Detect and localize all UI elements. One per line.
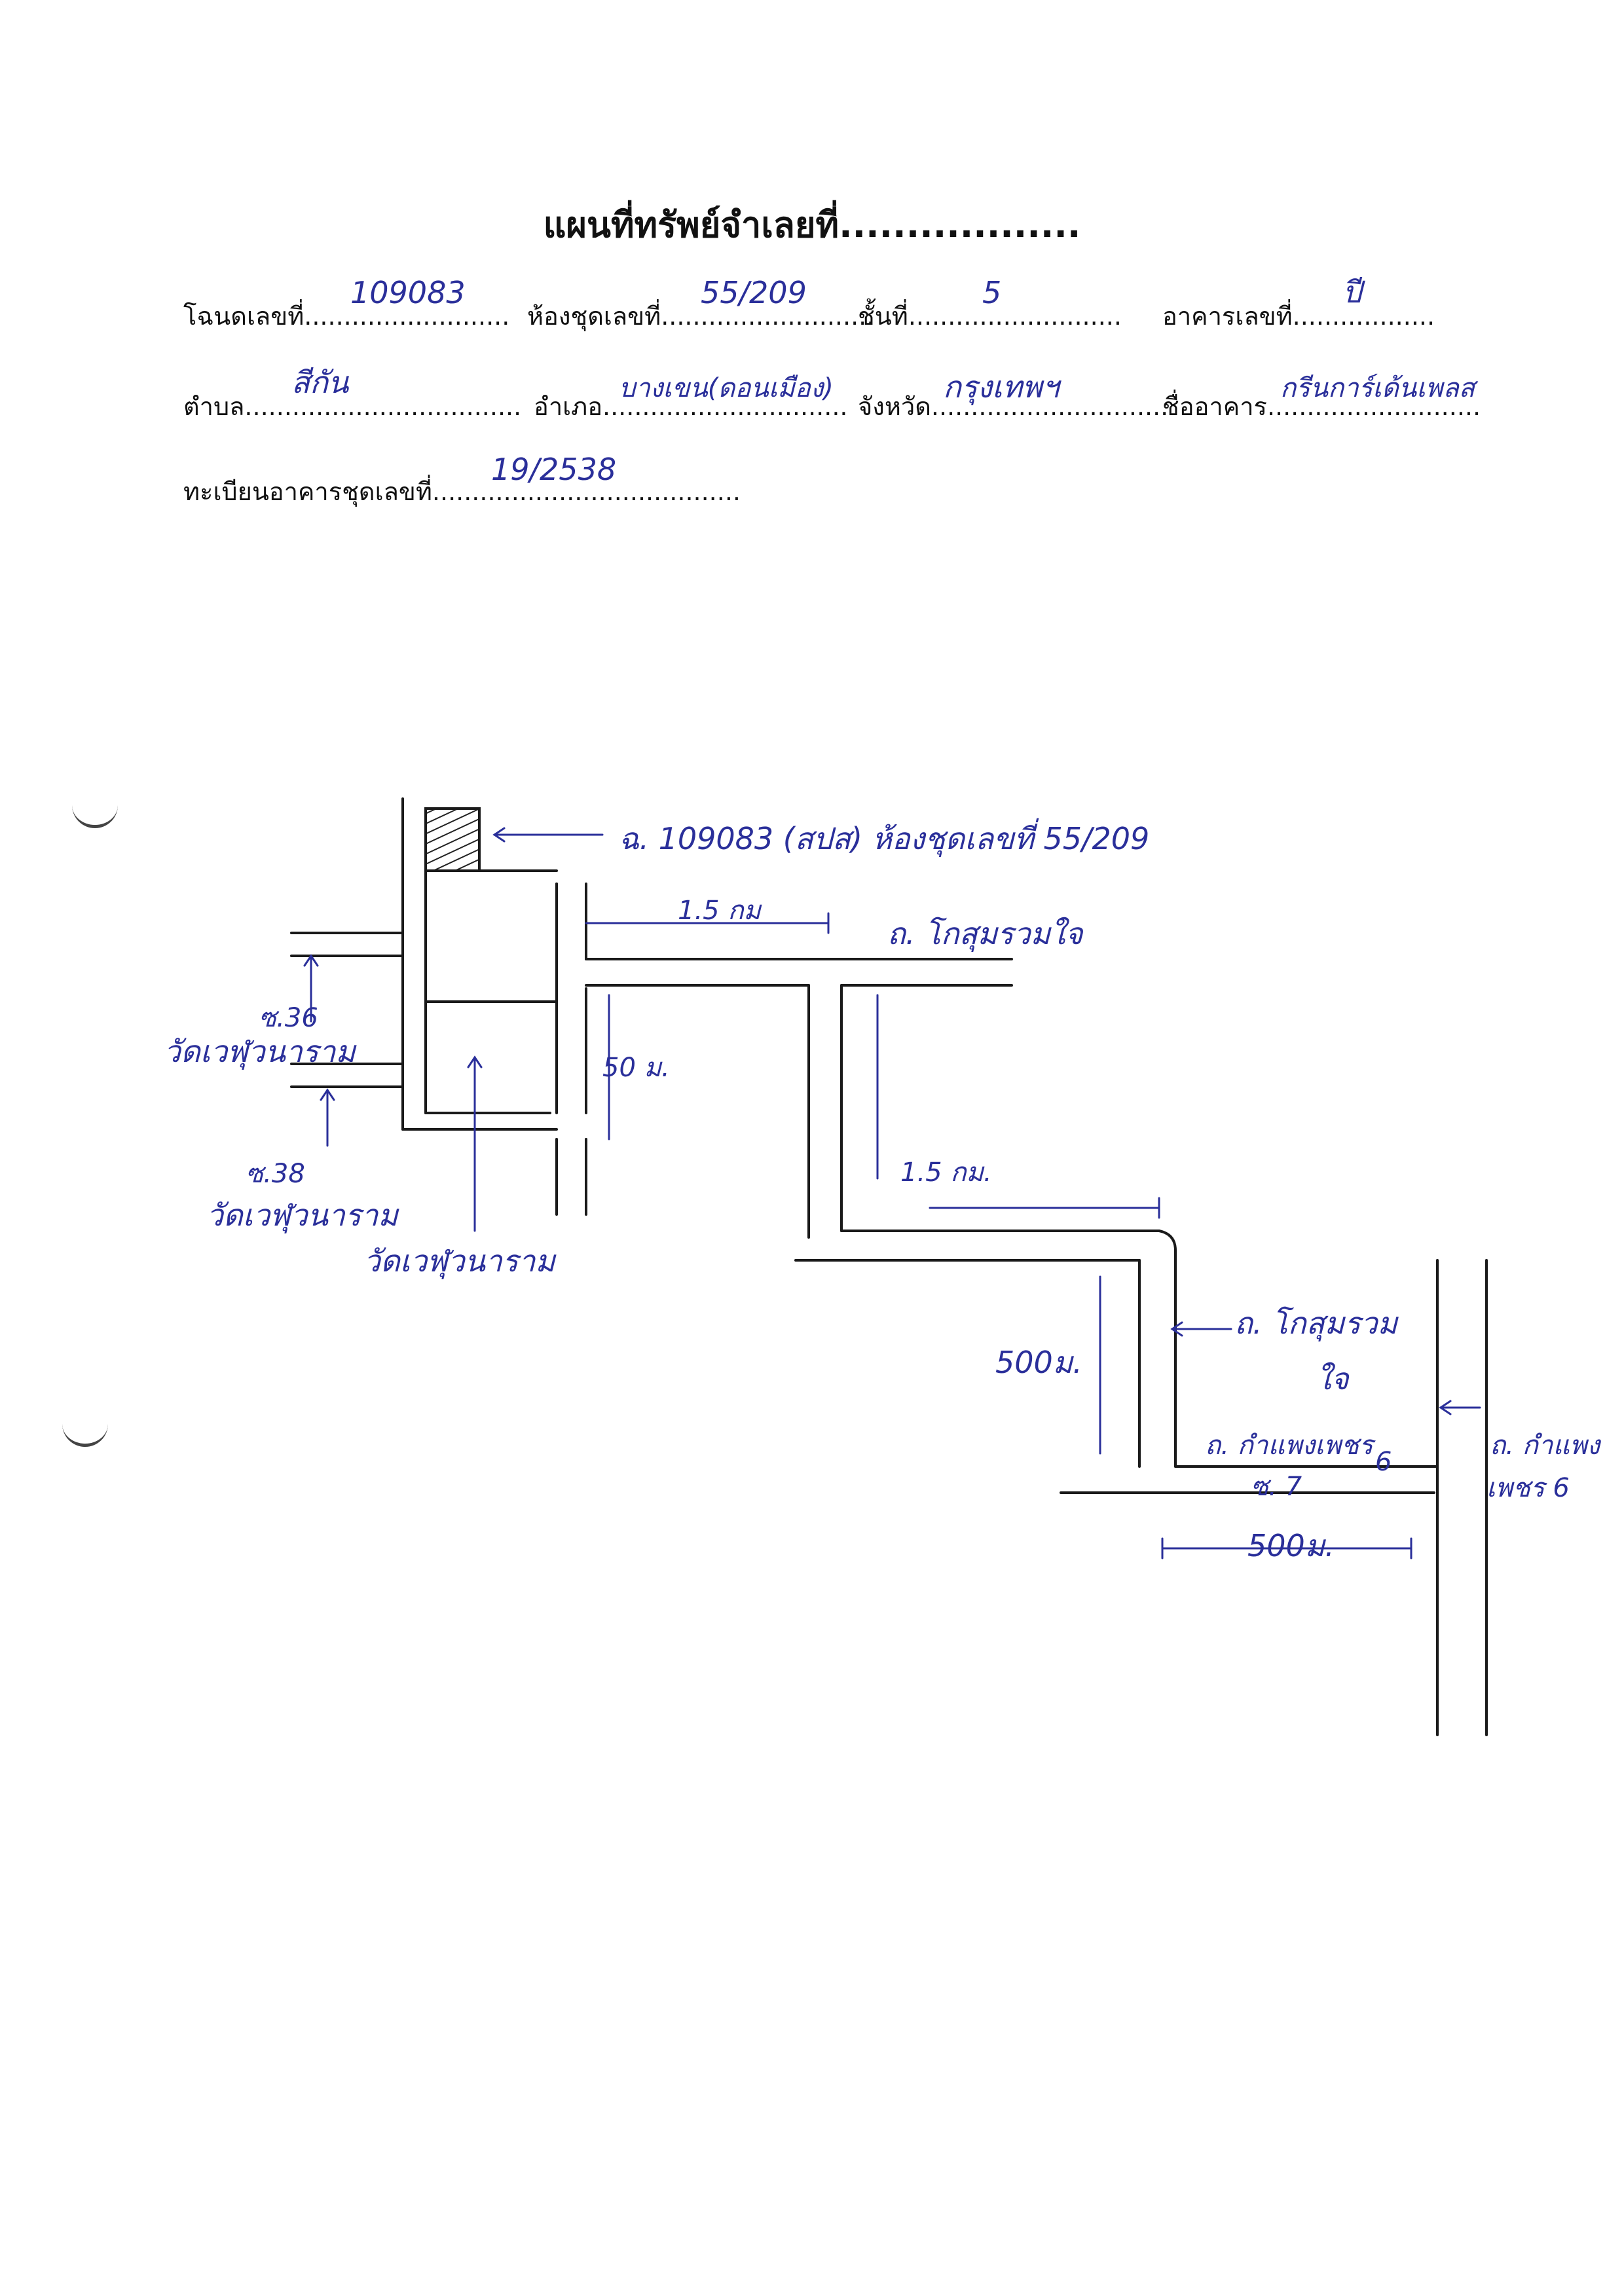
- district-label: อำเภอ...............................: [534, 392, 848, 421]
- floor-value: 5: [982, 275, 1002, 310]
- deed-label: โฉนดเลขที่..........................: [183, 302, 510, 331]
- province-label: จังหวัด..............................: [858, 392, 1169, 421]
- registry-label: ทะเบียนอาคารชุดเลขที่...................…: [183, 477, 741, 506]
- road-label-4: ถ. กำแพง: [1490, 1430, 1600, 1461]
- soi-7-label: ซ. 7: [1251, 1472, 1302, 1502]
- target-property-label: ฉ. 109083 (สปส) ห้องชุดเลขที่ 55/209: [619, 821, 1150, 856]
- road-label-4b: เพชร 6: [1486, 1473, 1570, 1503]
- district-value: บางเขน(ดอนเมือง): [619, 373, 834, 403]
- temple-label-3: วัดเวฬุวนาราม: [363, 1243, 555, 1279]
- road-label-1: ถ. โกสุมรวมใจ: [887, 916, 1083, 951]
- soi-38-label: ซ.38: [246, 1159, 305, 1189]
- road-label-3b: 6: [1375, 1447, 1392, 1477]
- room-value: 55/209: [701, 275, 807, 310]
- floor-label: ชั้นที่...........................: [858, 302, 1122, 331]
- distance-50m-label: 50 ม.: [602, 1053, 670, 1083]
- distance-500m-label-2: 500ม.: [1247, 1528, 1335, 1563]
- deed-value: 109083: [350, 275, 466, 310]
- road-label-3: ถ. กำแพงเพชร: [1205, 1430, 1373, 1461]
- building-label: อาคารเลขที่..................: [1162, 302, 1435, 331]
- registry-value: 19/2538: [491, 452, 617, 487]
- building-name-value: กรีนการ์เด้นเพลส: [1280, 373, 1475, 403]
- province-value: กรุงเทพฯ: [943, 369, 1060, 405]
- temple-label-1: วัดเวฬุวนาราม: [164, 1034, 356, 1069]
- building-value: ปี: [1342, 274, 1362, 310]
- target-building-marker: [424, 807, 481, 872]
- document-title: แผนที่ทรัพย์จำเลยที่..................: [543, 204, 1081, 246]
- building-name-label: ชื่ออาคาร...........................: [1162, 392, 1481, 421]
- temple-label-2: วัดเวฬุวนาราม: [206, 1197, 398, 1233]
- punch-hole-top: [72, 792, 118, 828]
- subdistrict-label: ตำบล...................................: [183, 392, 522, 421]
- soi-36-label: ซ.36: [259, 1003, 318, 1033]
- distance-500m-label-1: 500ม.: [995, 1345, 1082, 1380]
- distance-label-2: 1.5 กม.: [900, 1157, 992, 1188]
- subdistrict-value: สีกัน: [291, 365, 349, 400]
- distance-label-1: 1.5 กม: [678, 896, 761, 926]
- punch-hole-bottom: [62, 1411, 108, 1447]
- room-label: ห้องชุดเลขที่...........................: [527, 302, 875, 331]
- road-label-2b: ใจ: [1316, 1361, 1349, 1396]
- road-label-2: ถ. โกสุมรวม: [1234, 1305, 1397, 1341]
